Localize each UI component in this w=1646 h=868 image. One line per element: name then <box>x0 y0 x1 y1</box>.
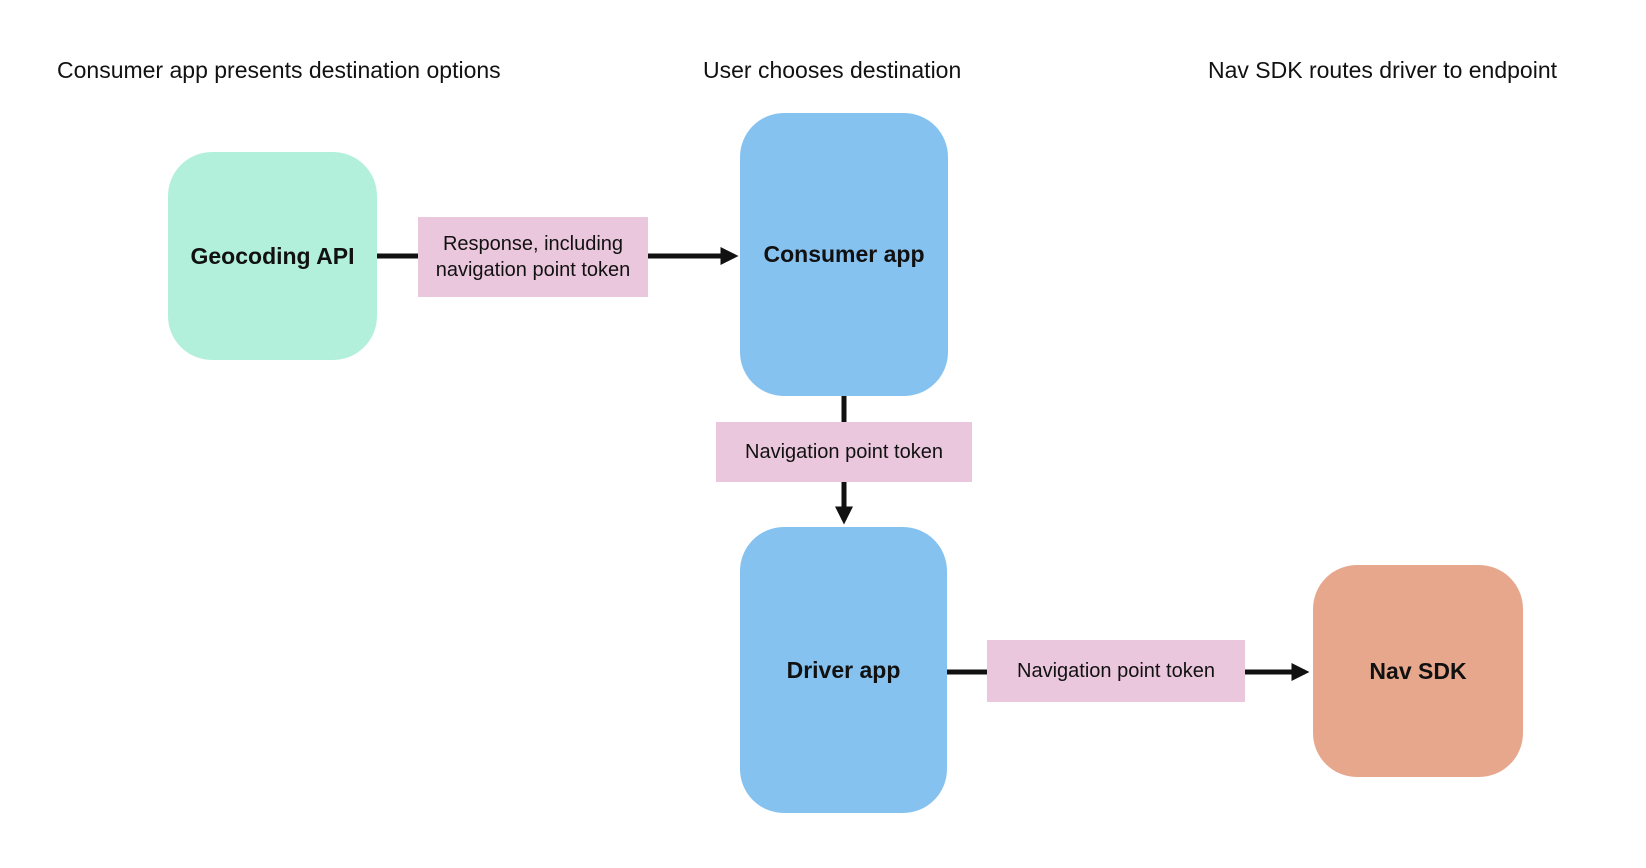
edge-label-navigation-point-token-horizontal: Navigation point token <box>987 640 1245 702</box>
edge-label-navigation-point-token-vertical: Navigation point token <box>716 422 972 482</box>
lane-title-nav-sdk-routes: Nav SDK routes driver to endpoint <box>1208 57 1558 83</box>
edge-label-navigation-point-token-horizontal-text: Navigation point token <box>1017 660 1215 682</box>
edge-label-response-including-token: Response, including navigation point tok… <box>418 217 648 297</box>
node-consumer-app: Consumer app <box>740 113 948 396</box>
lane-title-consumer-presents: Consumer app presents destination option… <box>57 57 501 83</box>
node-driver-app-label: Driver app <box>786 656 901 683</box>
node-nav-sdk: Nav SDK <box>1313 565 1523 777</box>
node-nav-sdk-label: Nav SDK <box>1369 657 1467 684</box>
node-geocoding-api: Geocoding API <box>168 152 377 360</box>
lane-title-user-chooses: User chooses destination <box>703 57 962 83</box>
edge-label-navigation-point-token-vertical-text: Navigation point token <box>745 441 943 463</box>
node-geocoding-api-label: Geocoding API <box>190 242 355 269</box>
node-driver-app: Driver app <box>740 527 947 813</box>
node-consumer-app-label: Consumer app <box>763 241 925 267</box>
edge-label-response-including-token-text: Response, including navigation point tok… <box>435 233 631 281</box>
